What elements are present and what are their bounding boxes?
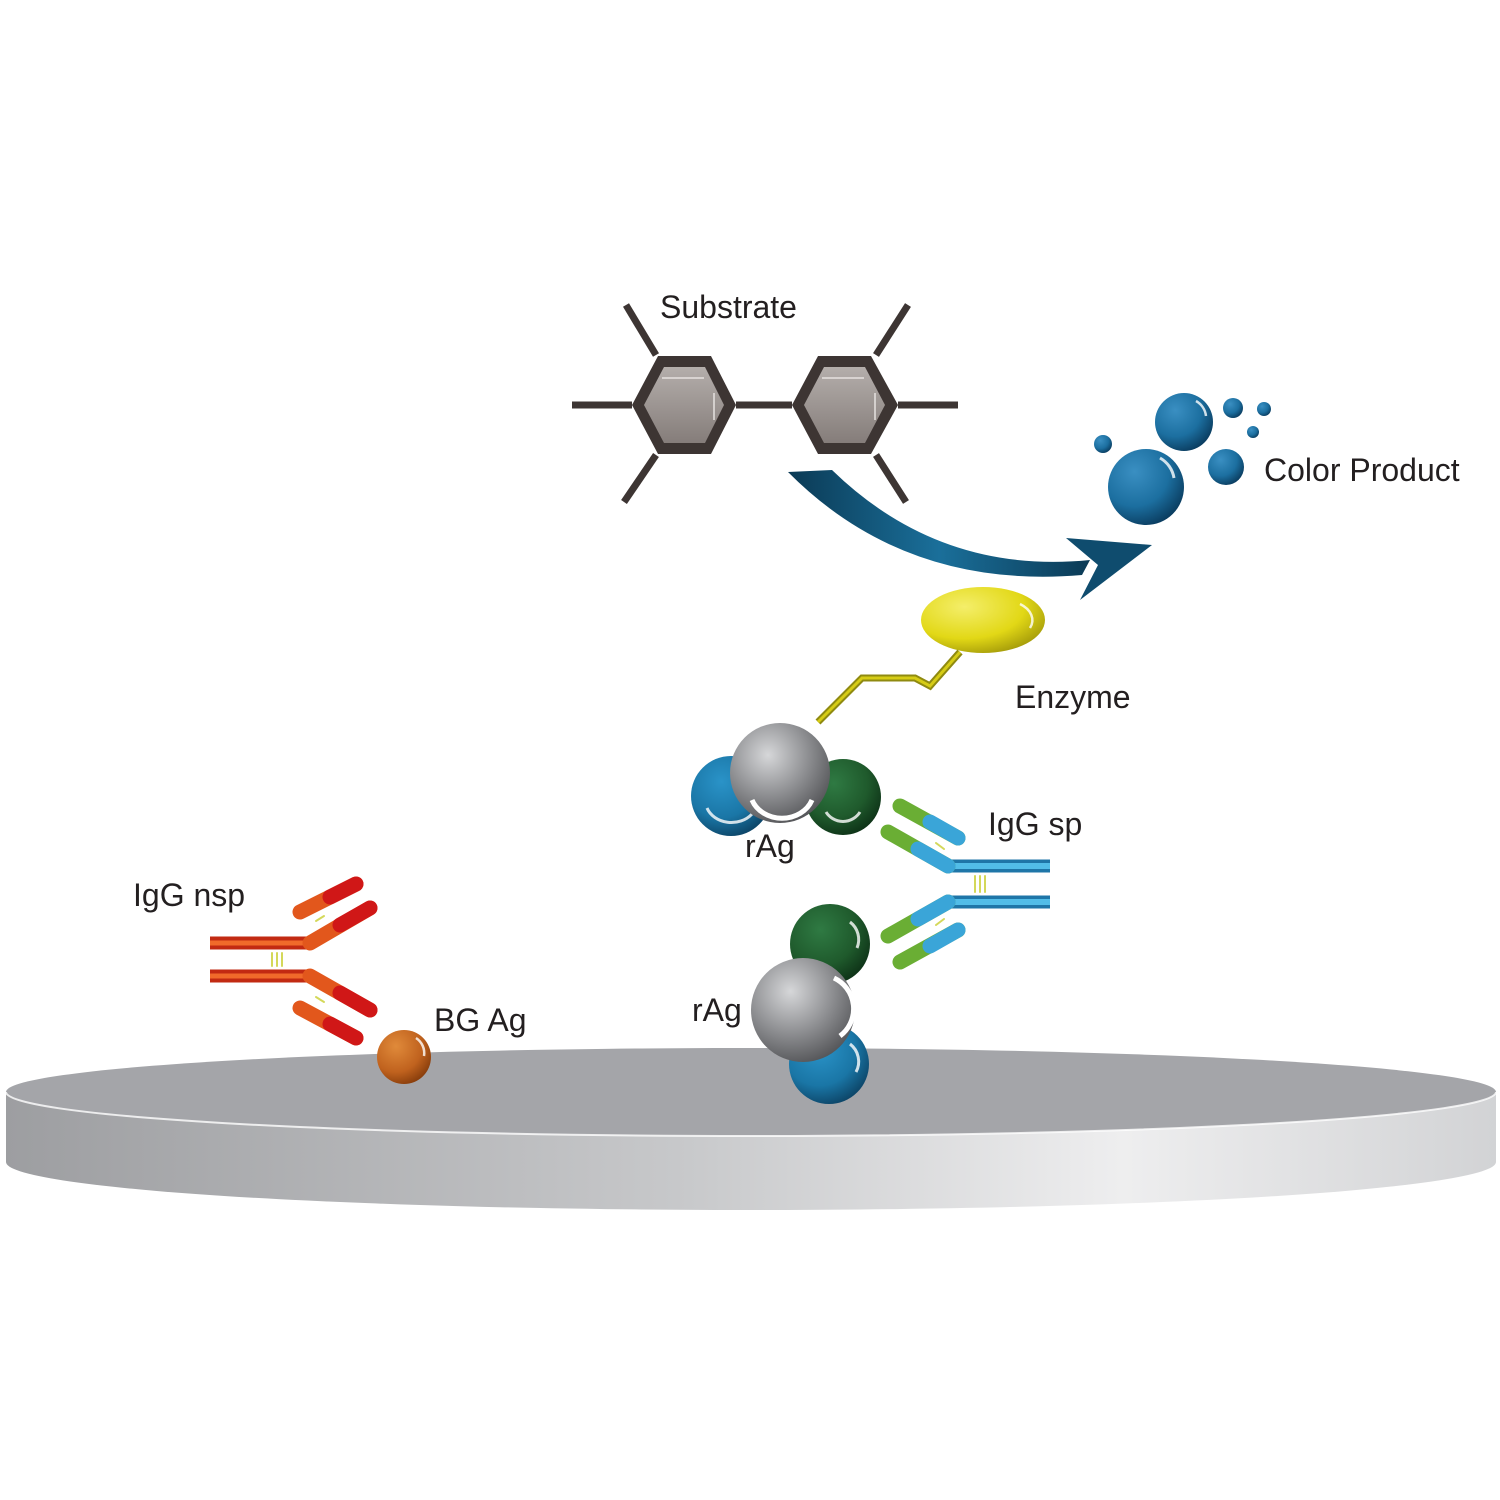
recombinant-antigen-top <box>691 723 881 836</box>
specific-igg-antibody <box>880 798 1050 970</box>
igg-sp-label: IgG sp <box>988 806 1082 842</box>
recombinant-antigen-bottom <box>751 904 870 1104</box>
rag-bottom-label: rAg <box>692 992 742 1028</box>
color-product-label: Color Product <box>1264 452 1460 488</box>
background-antigen <box>377 1030 431 1084</box>
substrate-molecule <box>572 303 958 504</box>
nonspecific-igg-antibody <box>210 876 378 1046</box>
conversion-arrow <box>788 470 1152 600</box>
igg-nsp-label: IgG nsp <box>133 877 245 913</box>
enzyme-label: Enzyme <box>1015 679 1131 715</box>
enzyme <box>815 587 1045 725</box>
microplate-well <box>5 1048 1497 1210</box>
color-product-bubbles <box>1094 393 1271 525</box>
bg-ag-label: BG Ag <box>434 1002 527 1038</box>
rag-top-label: rAg <box>745 828 795 864</box>
substrate-label: Substrate <box>660 289 797 325</box>
